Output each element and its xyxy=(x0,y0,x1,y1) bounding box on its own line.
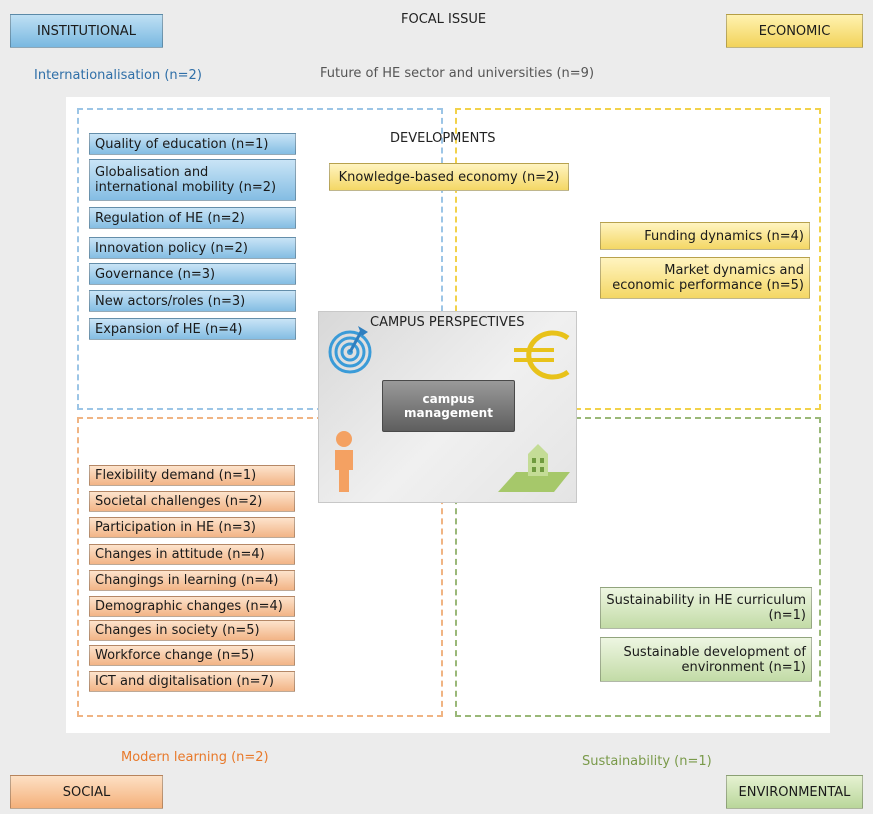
social-item: Changes in attitude (n=4) xyxy=(89,544,295,565)
focal-issue-label: FOCAL ISSUE xyxy=(401,12,487,27)
social-quadrant xyxy=(77,417,443,717)
social-item: Changings in learning (n=4) xyxy=(89,570,295,591)
social-item: ICT and digitalisation (n=7) xyxy=(89,671,295,692)
target-icon xyxy=(328,326,372,374)
social-item: Participation in HE (n=3) xyxy=(89,517,295,538)
environmental-quadrant xyxy=(455,417,821,717)
institutional-item: Governance (n=3) xyxy=(89,263,296,285)
institutional-item: Globalisation and international mobility… xyxy=(89,159,296,201)
sustainability-label: Sustainability (n=1) xyxy=(582,754,712,769)
campus-perspectives-label: CAMPUS PERSPECTIVES xyxy=(370,315,525,330)
economic-item: Market dynamics and economic performance… xyxy=(600,257,810,299)
environmental-label: ENVIRONMENTAL xyxy=(726,775,863,809)
knowledge-economy-item: Knowledge-based economy (n=2) xyxy=(329,163,569,191)
euro-icon xyxy=(514,330,570,380)
social-label: SOCIAL xyxy=(10,775,163,809)
economic-label: ECONOMIC xyxy=(726,14,863,48)
developments-label: DEVELOPMENTS xyxy=(390,131,496,146)
environmental-item: Sustainability in HE curriculum (n=1) xyxy=(600,587,812,629)
institutional-quadrant xyxy=(77,108,443,410)
internationalisation-label: Internationalisation (n=2) xyxy=(34,68,202,83)
environmental-item: Sustainable development of environment (… xyxy=(600,637,812,682)
modern-learning-label: Modern learning (n=2) xyxy=(121,750,269,765)
institutional-item: Innovation policy (n=2) xyxy=(89,237,296,259)
campus-management-box: campus management xyxy=(382,380,515,432)
social-item: Workforce change (n=5) xyxy=(89,645,295,666)
economic-quadrant xyxy=(455,108,821,410)
institutional-item: New actors/roles (n=3) xyxy=(89,290,296,312)
economic-item: Funding dynamics (n=4) xyxy=(600,222,810,250)
institutional-item: Regulation of HE (n=2) xyxy=(89,207,296,229)
institutional-item: Expansion of HE (n=4) xyxy=(89,318,296,340)
institutional-item: Quality of education (n=1) xyxy=(89,133,296,155)
social-item: Changes in society (n=5) xyxy=(89,620,295,641)
social-item: Societal challenges (n=2) xyxy=(89,491,295,512)
institutional-label: INSTITUTIONAL xyxy=(10,14,163,48)
social-item: Flexibility demand (n=1) xyxy=(89,465,295,486)
future-label: Future of HE sector and universities (n=… xyxy=(320,66,595,81)
social-item: Demographic changes (n=4) xyxy=(89,596,295,617)
building-icon xyxy=(498,444,570,492)
person-icon xyxy=(335,431,353,492)
